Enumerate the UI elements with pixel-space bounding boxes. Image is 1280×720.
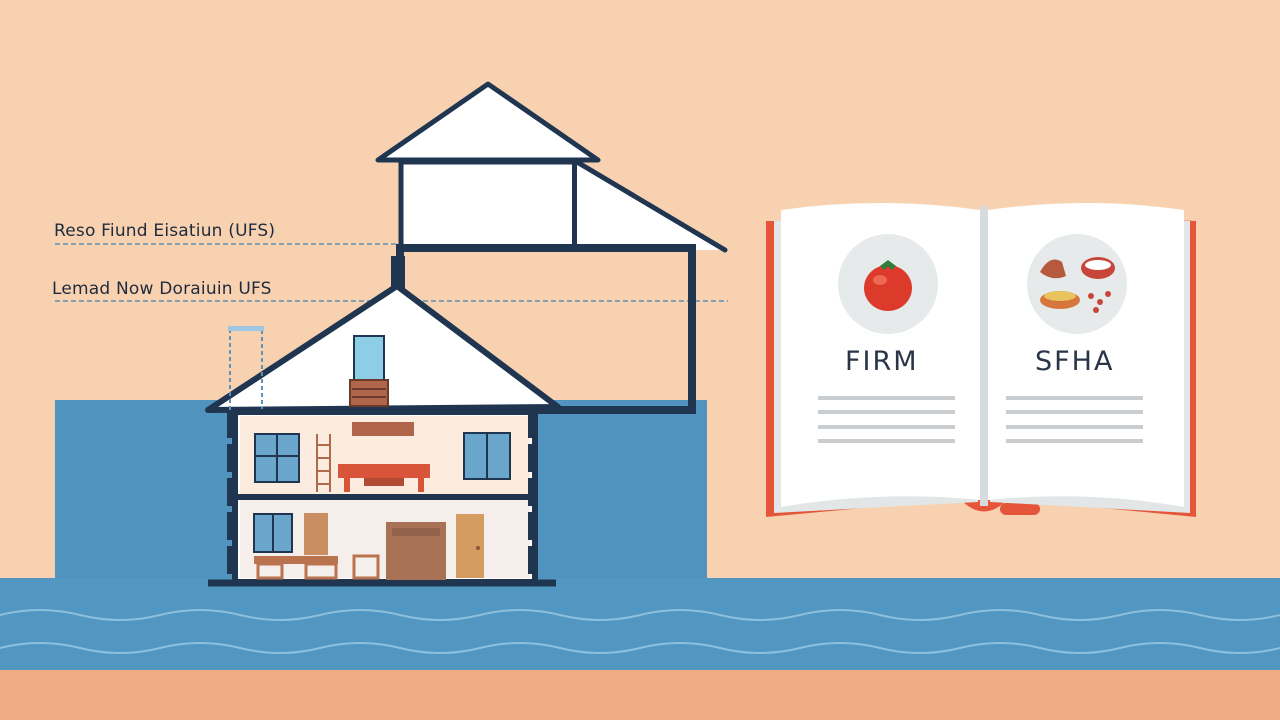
upper-side-roof-edge [574, 159, 728, 253]
food-plate-icon [1027, 234, 1127, 334]
wave-line [0, 609, 1280, 621]
ground-strip [0, 670, 1280, 720]
interior-door [456, 514, 484, 578]
sfha-page-title: SFHA [1035, 346, 1115, 377]
upper-room [398, 159, 580, 250]
bench [254, 556, 338, 564]
table-drawer [364, 478, 404, 486]
left-page-text-lines [818, 396, 955, 443]
garage-door-panel [392, 528, 440, 536]
hanging-shelf [352, 422, 414, 436]
lowest-floor-elevation-label: Lemad Now Doraiuin UFS [52, 279, 272, 299]
table-leg [418, 478, 424, 492]
water-band [0, 578, 1280, 670]
base-flood-elevation-label: Reso Fiund Eisatiun (UFS) [54, 221, 276, 241]
book-inner-red [1000, 503, 1040, 515]
table-top [338, 464, 430, 478]
wave-line [0, 642, 1280, 654]
chair [256, 562, 284, 580]
chair [304, 562, 338, 580]
chimney-cap [228, 326, 264, 331]
attic-window [353, 335, 385, 381]
ladder [316, 434, 331, 492]
door-knob [476, 546, 480, 550]
attic-chest [349, 379, 389, 407]
tomato-icon [838, 234, 938, 334]
table-leg [344, 478, 350, 492]
upper-roof [375, 81, 601, 163]
book-spine [980, 206, 988, 506]
firm-page-title: FIRM [845, 346, 919, 377]
cabinet [304, 513, 328, 555]
right-page-text-lines [1006, 396, 1143, 443]
side-chair [352, 554, 380, 580]
